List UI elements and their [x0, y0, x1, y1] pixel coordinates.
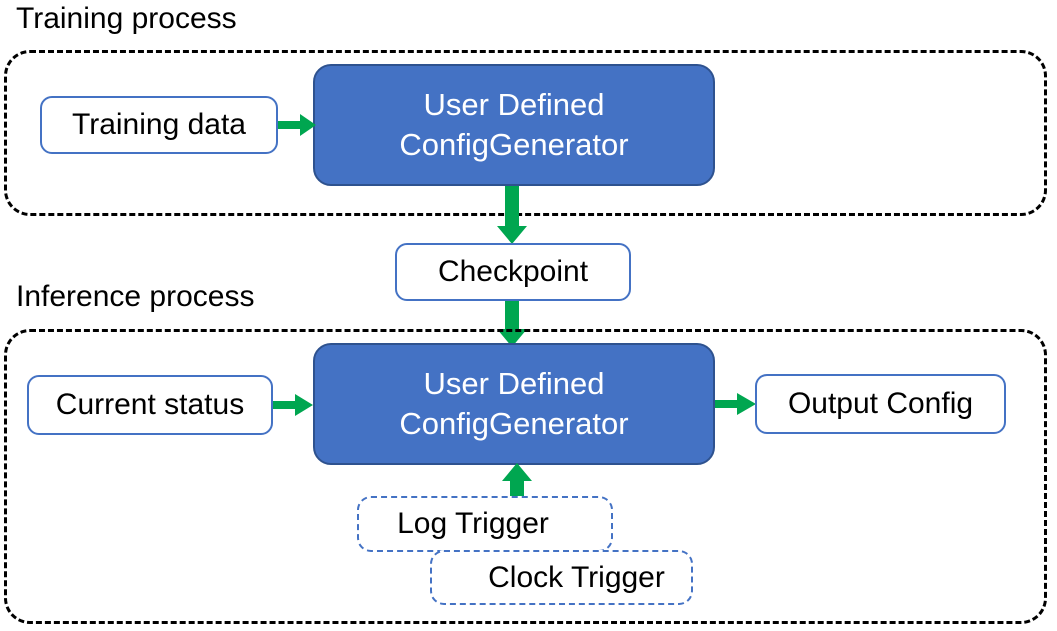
node-checkpoint[interactable]: Checkpoint: [395, 243, 631, 301]
node-checkpoint-label: Checkpoint: [437, 255, 589, 288]
node-inference-config-generator-line2: ConfigGenerator: [399, 406, 629, 441]
arrow-training-data-to-generator: [278, 110, 318, 140]
arrow-current-status-to-generator: [273, 390, 315, 420]
node-training-config-generator-line1: User Defined: [423, 87, 605, 122]
arrow-generator-to-output-config: [715, 389, 759, 419]
training-process-label: Training process: [16, 2, 237, 35]
inference-process-container: [4, 329, 1047, 624]
node-inference-config-generator[interactable]: User Defined ConfigGenerator: [313, 343, 715, 465]
node-clock-trigger[interactable]: Clock Trigger: [430, 550, 693, 605]
node-inference-config-generator-line1: User Defined: [423, 366, 605, 401]
node-training-config-generator[interactable]: User Defined ConfigGenerator: [313, 64, 715, 186]
node-clock-trigger-label: Clock Trigger: [488, 560, 665, 594]
node-training-config-generator-line2: ConfigGenerator: [399, 127, 629, 162]
node-output-config[interactable]: Output Config: [755, 374, 1006, 434]
node-training-data-label: Training data: [72, 108, 246, 141]
arrow-generator-to-checkpoint: [497, 186, 529, 246]
inference-process-label: Inference process: [16, 280, 255, 313]
node-training-data[interactable]: Training data: [40, 96, 278, 154]
node-current-status[interactable]: Current status: [27, 375, 273, 435]
arrow-triggers-to-generator: [502, 463, 534, 505]
node-log-trigger-label: Log Trigger: [397, 507, 549, 540]
arrow-checkpoint-to-generator: [497, 301, 529, 349]
node-output-config-label: Output Config: [787, 387, 974, 420]
node-current-status-label: Current status: [55, 388, 245, 421]
node-log-trigger[interactable]: Log Trigger: [357, 496, 613, 552]
training-process-container: [4, 50, 1047, 216]
